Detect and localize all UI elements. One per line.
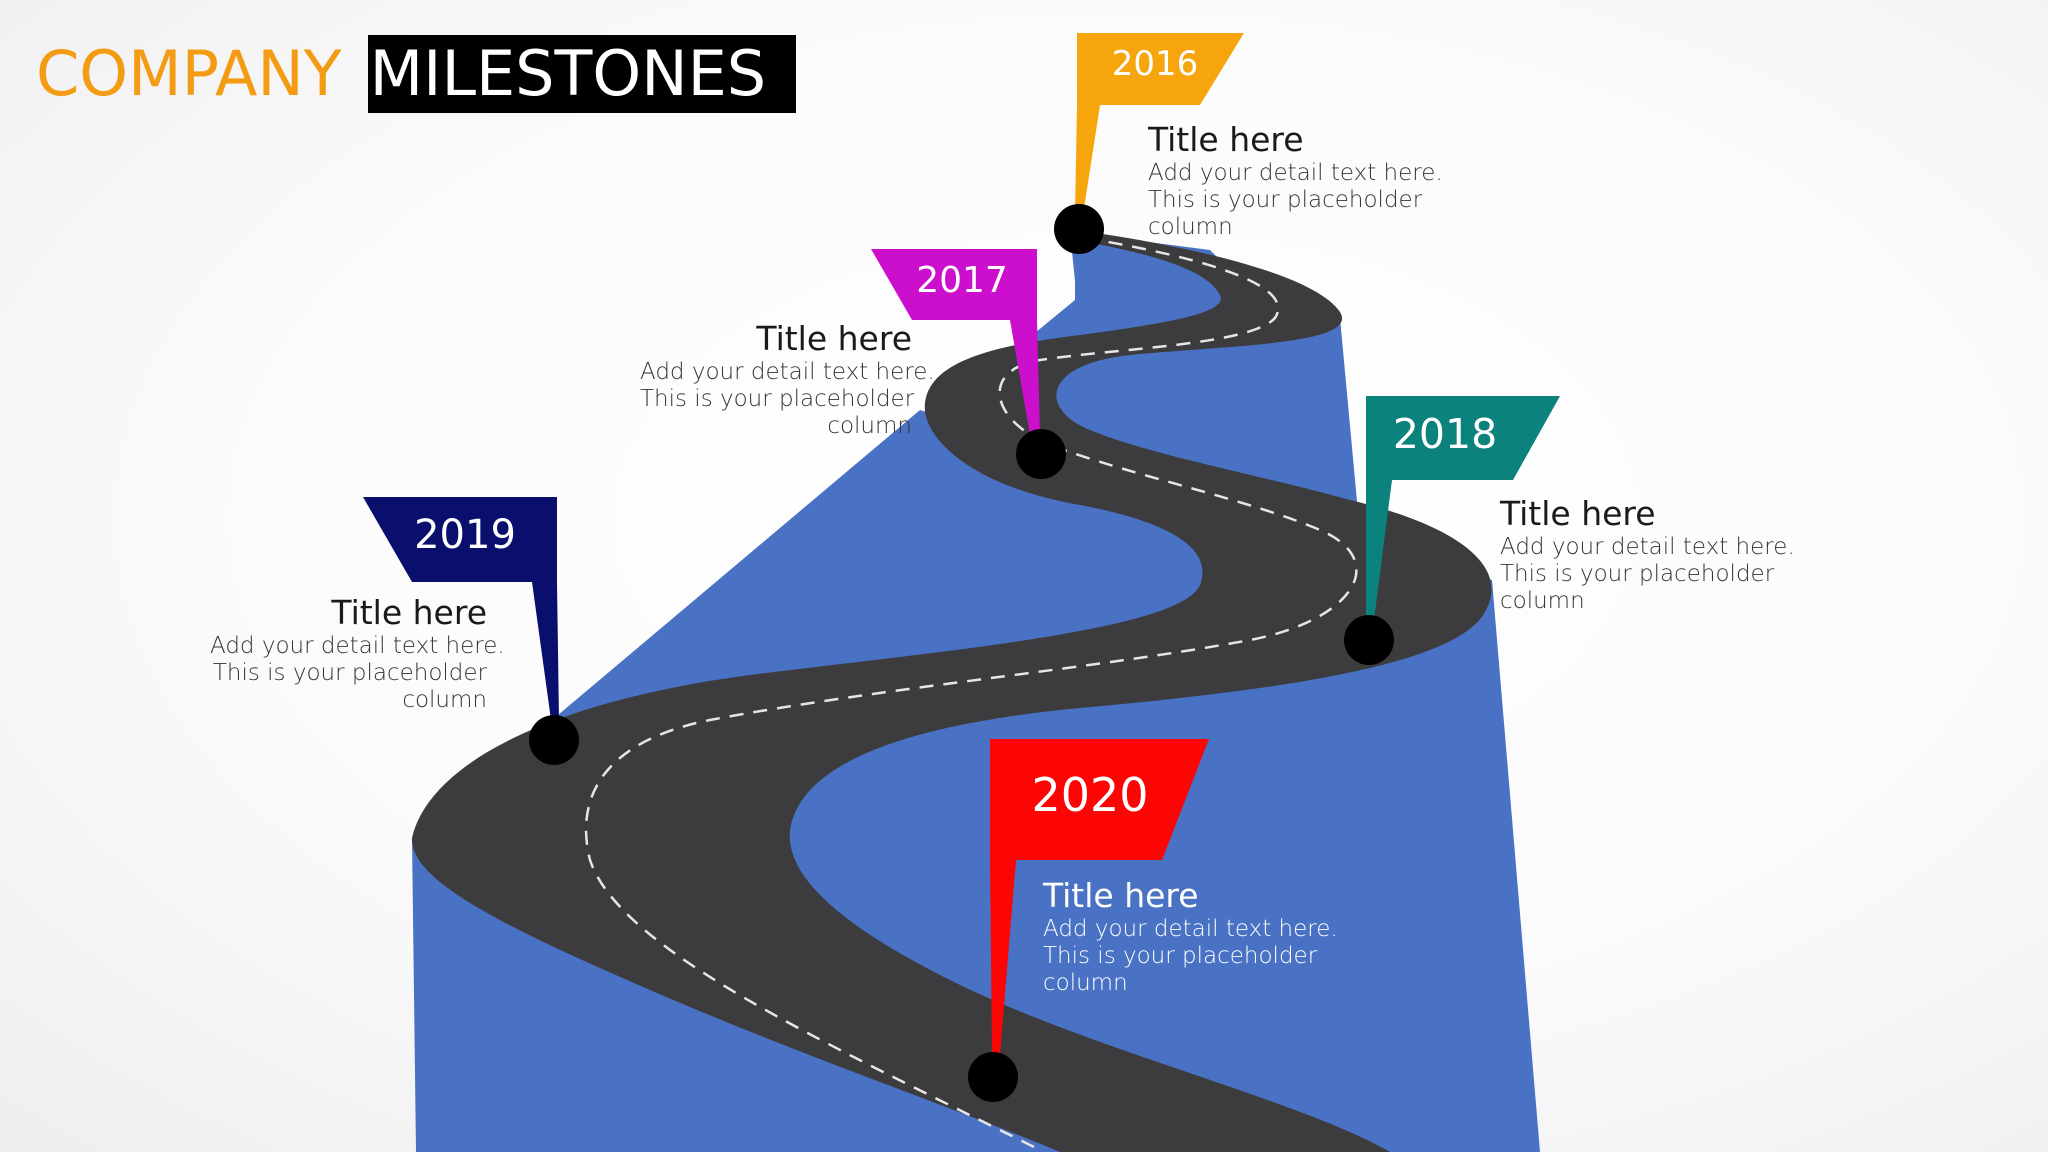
marker-2018 [1344, 615, 1394, 665]
slide-title: COMPANY MILESTONES [36, 34, 796, 114]
year-label-2020: 2020 [1030, 768, 1150, 822]
milestone-detail: Add your detail text here. This is your … [1043, 916, 1338, 997]
milestone-title: Title here [1500, 494, 1795, 534]
milestone-detail: Add your detail text here. This is your … [210, 633, 487, 714]
milestone-detail: Add your detail text here. This is your … [1148, 160, 1443, 241]
milestone-title: Title here [1043, 876, 1338, 916]
marker-2016 [1054, 204, 1104, 254]
marker-2017 [1016, 429, 1066, 479]
year-label-2017: 2017 [912, 260, 1012, 301]
marker-2019 [529, 715, 579, 765]
milestone-2020-text: Title here Add your detail text here. Th… [1043, 876, 1338, 997]
milestone-2017-text: Title here Add your detail text here. Th… [640, 319, 912, 440]
milestone-2019-text: Title here Add your detail text here. Th… [210, 593, 487, 714]
year-label-2019: 2019 [410, 512, 520, 558]
milestone-title: Title here [1148, 120, 1443, 160]
milestone-title: Title here [640, 319, 912, 359]
milestone-2018-text: Title here Add your detail text here. Th… [1500, 494, 1795, 615]
title-company: COMPANY [36, 34, 342, 114]
milestone-detail: Add your detail text here. This is your … [1500, 534, 1795, 615]
year-label-2018: 2018 [1390, 410, 1500, 458]
milestone-title: Title here [210, 593, 487, 633]
year-label-2016: 2016 [1100, 44, 1210, 84]
marker-2020 [968, 1052, 1018, 1102]
milestone-2016-text: Title here Add your detail text here. Th… [1148, 120, 1443, 241]
title-milestones: MILESTONES [368, 35, 796, 113]
milestone-detail: Add your detail text here. This is your … [640, 359, 912, 440]
